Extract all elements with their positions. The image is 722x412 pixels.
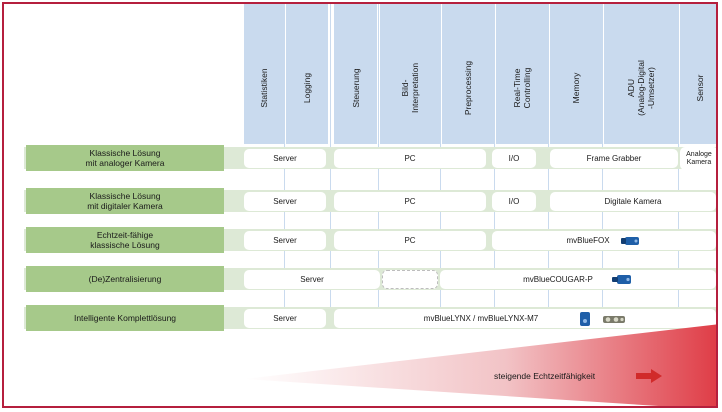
box-pc: PC	[334, 231, 486, 250]
column-label: Logging	[302, 72, 312, 104]
box-mvbluecougar: mvBlueCOUGAR-P	[440, 270, 716, 289]
realtime-gradient-wedge	[244, 324, 716, 406]
column-header-bild-interpretation: Bild- Interpretation	[380, 4, 440, 144]
column-header-statistiken: Statistiken	[244, 4, 284, 144]
box-server: Server	[244, 309, 326, 328]
camera-icon	[580, 311, 591, 326]
camera-icon	[611, 275, 631, 284]
column-header-sensor: Sensor	[680, 4, 716, 144]
realtime-caption: steigende Echtzeitfähigkeit	[494, 371, 596, 381]
column-header-memory: Memory	[550, 4, 602, 144]
box-server: Server	[244, 192, 326, 211]
box-server: Server	[244, 270, 380, 289]
box-frame-grabber: Frame Grabber	[550, 149, 678, 168]
row-label-komplettloesung: Intelligente Komplettlösung	[26, 305, 224, 331]
box-pc: PC	[334, 149, 486, 168]
camera-module-icon	[603, 315, 626, 323]
row-label-digital: Klassische Lösung mit digitaler Kamera	[26, 188, 224, 214]
row-label-analog: Klassische Lösung mit analoger Kamera	[26, 145, 224, 171]
box-analog-camera: Analoge Kamera	[680, 147, 716, 170]
box-digital-camera: Digitale Kamera	[550, 192, 716, 211]
row-label-dezentralisierung: (De)Zentralisierung	[26, 266, 224, 292]
box-server: Server	[244, 149, 326, 168]
box-mvbluefox: mvBlueFOX	[492, 231, 716, 250]
column-header-logging: Logging	[286, 4, 328, 144]
column-label: Preprocessing	[463, 60, 473, 116]
box-pc: PC	[334, 192, 486, 211]
product-label: mvBlueLYNX / mvBlueLYNX-M7	[423, 314, 539, 323]
box-io: I/O	[492, 149, 536, 168]
column-label: Statistiken	[259, 68, 269, 108]
box-empty-dashed	[382, 270, 438, 289]
column-header-steuerung: Steuerung	[334, 4, 377, 144]
box-server: Server	[244, 231, 326, 250]
column-header-preprocessing: Preprocessing	[442, 4, 494, 144]
column-label: Sensor	[695, 74, 705, 102]
column-label: Bild- Interpretation	[400, 62, 420, 114]
arrow-right-icon	[636, 369, 662, 383]
product-label: mvBlueFOX	[566, 236, 610, 245]
column-header-adu: ADU (Analog-Digital -Umsetzer)	[604, 4, 678, 144]
box-io: I/O	[492, 192, 536, 211]
row-label-echtzeit: Echtzeit-fähige klassische Lösung	[26, 227, 224, 253]
column-label: Real-Time Controlling	[512, 67, 532, 109]
column-label: Memory	[571, 72, 581, 104]
camera-icon	[620, 236, 639, 245]
column-label: ADU (Analog-Digital -Umsetzer)	[626, 60, 656, 116]
column-label: Steuerung	[350, 68, 361, 108]
column-header-real-time-controlling: Real-Time Controlling	[496, 4, 548, 144]
diagram-frame: Statistiken Logging Steuerung Bild- Inte…	[2, 2, 718, 408]
product-label: mvBlueCOUGAR-P	[523, 275, 593, 284]
box-mvbluelynx: mvBlueLYNX / mvBlueLYNX-M7	[334, 309, 716, 328]
